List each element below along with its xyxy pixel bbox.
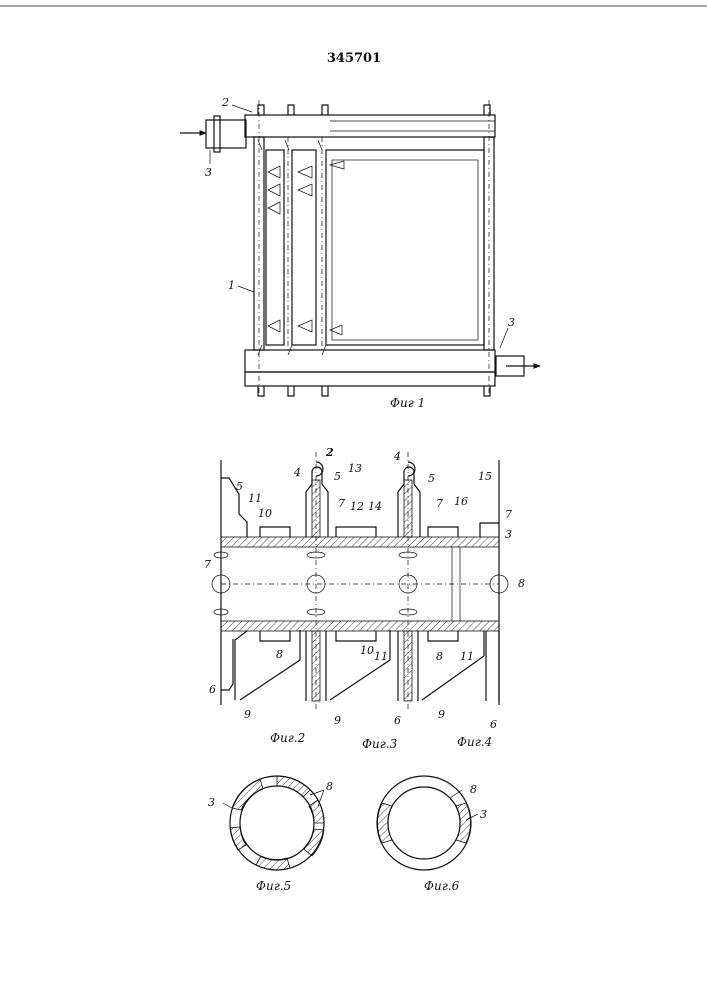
upper-header-pipe	[245, 115, 495, 137]
fig5-caption: Фиг.5	[256, 879, 291, 893]
sec-label-15: 15	[478, 470, 492, 483]
lower-header-pipe	[245, 350, 495, 372]
fig6-label-3: 3	[480, 808, 487, 821]
sec-label-5c: 5	[236, 480, 243, 493]
pipe-wall-top	[221, 537, 499, 547]
sec-label-7c: 7	[505, 508, 512, 521]
pipe-wall-bottom	[221, 621, 499, 631]
sec-label-4b: 4	[393, 450, 401, 463]
sec-label-6a: 6	[209, 683, 216, 696]
sec-label-9a: 9	[244, 708, 251, 721]
fig1-label-3-outlet: 3	[508, 316, 515, 329]
sec-label-11: 11	[248, 492, 262, 505]
fig4-caption: Фиг.4	[457, 735, 492, 749]
sec-label-3: 3	[505, 528, 512, 541]
sec-label-13: 13	[348, 462, 362, 475]
sec-label-16: 16	[454, 495, 468, 508]
sec-label-5b: 5	[428, 472, 435, 485]
sec-label-11b: 11	[374, 650, 388, 663]
sec-label-8c: 8	[436, 650, 443, 663]
fig6-label-8: 8	[470, 783, 477, 796]
deflector-triangles	[268, 161, 344, 335]
fig6-caption: Фиг.6	[424, 879, 460, 893]
figure-6-ring-section: 8 3 Фиг.6	[377, 776, 487, 893]
sec-label-10b: 10	[360, 644, 374, 657]
sec-label-7b: 7	[436, 497, 443, 510]
patent-number: 345701	[327, 51, 381, 66]
sec-label-5a: 5	[334, 470, 341, 483]
inlet-nozzle	[206, 120, 246, 148]
figure-5-ring-section: 3 8 Фиг.5	[208, 776, 333, 893]
sec-label-6b: 6	[394, 714, 401, 727]
fig3-caption: Фиг.3	[362, 737, 398, 751]
sec-label-14: 14	[368, 500, 382, 513]
figure-1-heat-exchanger: 1 2 3 3 Фиг 1	[180, 96, 540, 410]
figures-2-4-section: 2 4 5 4 5 5 11 10 7 13 12 14 15 16 7 7 3…	[204, 446, 525, 751]
sec-label-6c: 6	[490, 718, 497, 731]
sec-label-8b: 8	[276, 648, 283, 661]
sec-label-10: 10	[258, 507, 272, 520]
sec-label-9c: 9	[438, 708, 445, 721]
lower-fittings	[221, 630, 499, 701]
fig1-label-1: 1	[228, 279, 235, 292]
sec-label-12: 12	[350, 500, 364, 513]
sec-label-7a: 7	[338, 497, 345, 510]
fig2-caption: Фиг.2	[270, 731, 305, 745]
sec-label-2: 2	[325, 446, 334, 459]
fig5-label-8: 8	[326, 780, 333, 793]
sec-label-8a: 8	[518, 577, 525, 590]
sec-label-9b: 9	[334, 714, 341, 727]
fig1-label-2: 2	[221, 96, 229, 109]
fig1-label-3-inlet: 3	[205, 166, 212, 179]
sec-label-11c: 11	[460, 650, 474, 663]
sec-label-7d: 7	[204, 558, 211, 571]
pipe-holes	[212, 552, 508, 615]
fig1-caption: Фиг 1	[390, 396, 425, 410]
sec-label-4a: 4	[293, 466, 301, 479]
fig5-label-3: 3	[208, 796, 215, 809]
